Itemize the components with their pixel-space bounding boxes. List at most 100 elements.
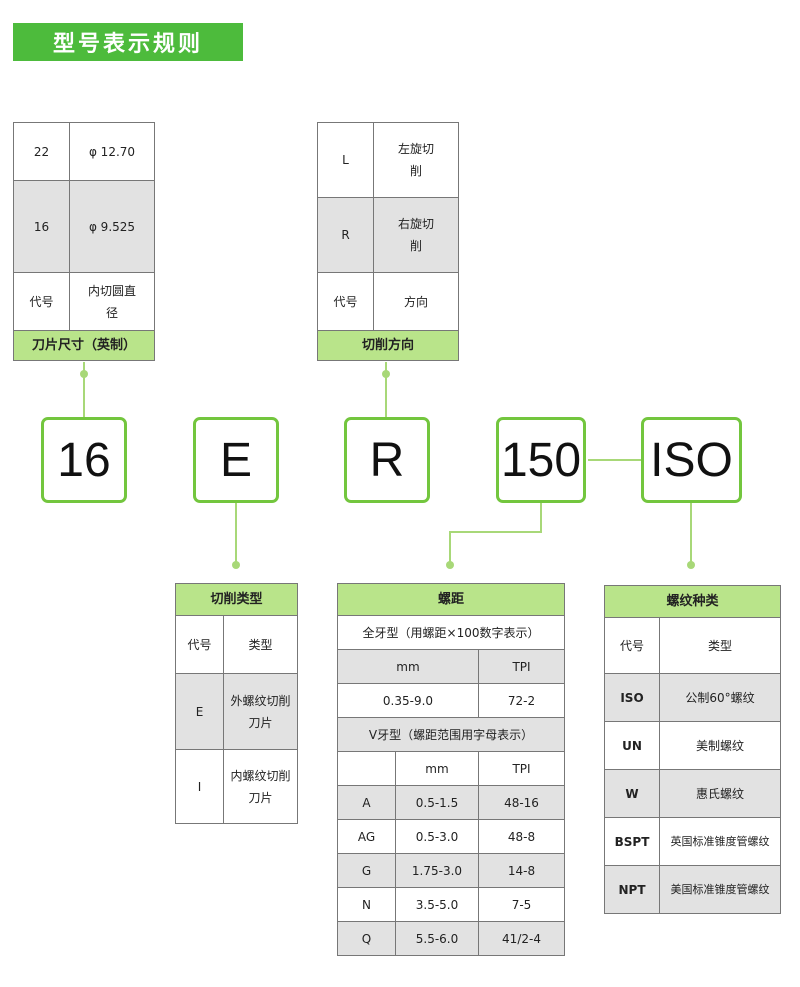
table-row: 22 φ 12.70 (13, 122, 155, 181)
insert-size-header: 刀片尺寸（英制） (13, 330, 155, 361)
insert-code-16: 16 (13, 180, 70, 273)
table-row: L 左旋切削 (317, 122, 459, 198)
thread-value: 美制螺纹 (658, 721, 782, 770)
direction-value-r: 右旋切削 (373, 197, 459, 273)
table-row: 代号 方向 (317, 272, 459, 331)
direction-code-l: L (317, 122, 374, 198)
table-row: 螺纹种类 (603, 585, 782, 618)
pitch-table: 螺距 全牙型（用螺距×100数字表示） mm TPI 0.35-9.0 72-2… (336, 583, 566, 956)
table-row: 16 φ 9.525 (13, 180, 155, 273)
thread-col-code: 代号 (604, 617, 660, 674)
thread-code: UN (604, 721, 660, 770)
table-row: V牙型（螺距范围用字母表示） (336, 717, 566, 752)
table-row: BSPT 英国标准锥度管螺纹 (604, 817, 782, 866)
pitch-v-col-mm: mm (395, 751, 479, 786)
table-row: mm TPI (337, 751, 566, 786)
table-row: R 右旋切削 (317, 197, 459, 273)
table-row: UN 美制螺纹 (604, 721, 782, 770)
pitch-mm: 5.5-6.0 (395, 921, 479, 956)
insert-diameter-16: φ 9.525 (69, 180, 155, 273)
pitch-code: N (337, 887, 396, 922)
table-row: ISO 公制60°螺纹 (604, 673, 782, 722)
table-row: N 3.5-5.0 7-5 (337, 887, 566, 922)
table-row: W 惠氏螺纹 (604, 769, 782, 818)
table-row: 0.35-9.0 72-2 (337, 683, 566, 718)
table-row: 代号 类型 (604, 617, 782, 674)
pitch-full-col-tpi: TPI (477, 649, 566, 684)
table-row: 切削类型 (174, 583, 299, 616)
cut-direction-header: 切削方向 (317, 330, 459, 361)
pitch-tpi: 41/2-4 (477, 921, 566, 956)
insert-code-22: 22 (13, 122, 70, 181)
table-row: E 外螺纹切削刀片 (175, 673, 299, 750)
pitch-v-profile: V牙型（螺距范围用字母表示） (336, 717, 566, 752)
pitch-code: AG (337, 819, 396, 854)
code-box-type: E (193, 417, 279, 503)
pitch-code: G (337, 853, 396, 888)
pitch-full-range-tpi: 72-2 (477, 683, 566, 718)
code-box-size: 16 (41, 417, 127, 503)
pitch-full-range-mm: 0.35-9.0 (337, 683, 479, 718)
thread-code: W (604, 769, 660, 818)
code-box-thread: ISO (641, 417, 742, 503)
table-row: I 内螺纹切削刀片 (175, 749, 299, 824)
thread-value: 美国标准锥度管螺纹 (658, 865, 782, 914)
pitch-tpi: 14-8 (477, 853, 566, 888)
insert-diameter-22: φ 12.70 (69, 122, 155, 181)
pitch-tpi: 48-8 (477, 819, 566, 854)
cut-direction-table: L 左旋切削 R 右旋切削 代号 方向 切削方向 (317, 122, 459, 361)
pitch-mm: 0.5-1.5 (395, 785, 479, 820)
page-title: 型号表示规则 (13, 23, 243, 61)
cut-type-code-e: E (175, 673, 224, 750)
pitch-full-profile: 全牙型（用螺距×100数字表示） (336, 615, 566, 650)
cut-type-col-value: 类型 (222, 615, 299, 674)
code-box-pitch: 150 (496, 417, 586, 503)
thread-code: NPT (604, 865, 660, 914)
pitch-header: 螺距 (336, 583, 566, 616)
table-row: mm TPI (337, 649, 566, 684)
pitch-full-col-mm: mm (337, 649, 479, 684)
direction-col-code: 代号 (317, 272, 374, 331)
cut-type-header: 切削类型 (174, 583, 299, 616)
cut-type-col-code: 代号 (175, 615, 224, 674)
table-row: A 0.5-1.5 48-16 (337, 785, 566, 820)
table-row: 代号 类型 (175, 615, 299, 674)
thread-value: 英国标准锥度管螺纹 (658, 817, 782, 866)
table-row: 切削方向 (317, 330, 459, 361)
direction-value-l: 左旋切削 (373, 122, 459, 198)
insert-size-table: 22 φ 12.70 16 φ 9.525 代号 内切圆直径 刀片尺寸（英制） (13, 122, 155, 361)
direction-col-value: 方向 (373, 272, 459, 331)
table-row: AG 0.5-3.0 48-8 (337, 819, 566, 854)
pitch-mm: 3.5-5.0 (395, 887, 479, 922)
cut-type-code-i: I (175, 749, 224, 824)
insert-col-diameter: 内切圆直径 (69, 272, 155, 331)
table-row: 代号 内切圆直径 (13, 272, 155, 331)
thread-type-table: 螺纹种类 代号 类型 ISO 公制60°螺纹 UN 美制螺纹 W 惠氏螺纹 BS… (603, 585, 782, 914)
thread-value: 公制60°螺纹 (658, 673, 782, 722)
cut-type-value-e: 外螺纹切削刀片 (222, 673, 299, 750)
table-row: NPT 美国标准锥度管螺纹 (604, 865, 782, 914)
pitch-mm: 1.75-3.0 (395, 853, 479, 888)
pitch-code: Q (337, 921, 396, 956)
insert-col-code: 代号 (13, 272, 70, 331)
cut-type-table: 切削类型 代号 类型 E 外螺纹切削刀片 I 内螺纹切削刀片 (174, 583, 299, 824)
thread-type-header: 螺纹种类 (603, 585, 782, 618)
direction-code-r: R (317, 197, 374, 273)
pitch-mm: 0.5-3.0 (395, 819, 479, 854)
thread-col-value: 类型 (658, 617, 782, 674)
thread-value: 惠氏螺纹 (658, 769, 782, 818)
table-row: 螺距 (336, 583, 566, 616)
code-box-direction: R (344, 417, 430, 503)
pitch-v-col-tpi: TPI (477, 751, 566, 786)
table-row: 刀片尺寸（英制） (13, 330, 155, 361)
table-row: 全牙型（用螺距×100数字表示） (336, 615, 566, 650)
thread-code: BSPT (604, 817, 660, 866)
table-row: G 1.75-3.0 14-8 (337, 853, 566, 888)
table-row: Q 5.5-6.0 41/2-4 (337, 921, 566, 956)
thread-code: ISO (604, 673, 660, 722)
pitch-code: A (337, 785, 396, 820)
cut-type-value-i: 内螺纹切削刀片 (222, 749, 299, 824)
pitch-tpi: 48-16 (477, 785, 566, 820)
pitch-tpi: 7-5 (477, 887, 566, 922)
